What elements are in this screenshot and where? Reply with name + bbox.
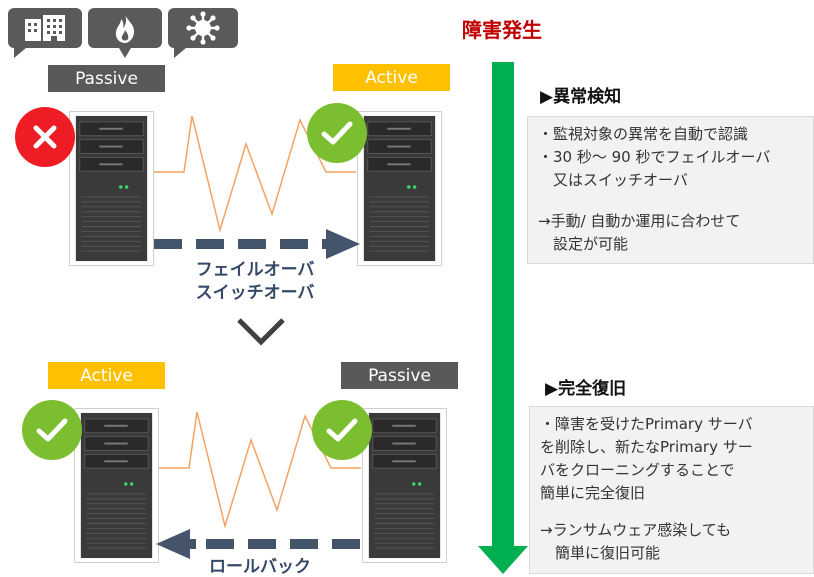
recovery-line-3: バをクローニングすることで — [540, 461, 735, 479]
failover-caption: フェイルオーバ スイッチオーバ — [170, 259, 340, 305]
recovery-line-4: 簡単に完全復旧 — [540, 484, 646, 502]
bottom-right-role-label: Passive — [341, 362, 458, 389]
error-icon — [33, 125, 57, 149]
detection-line-1: ・監視対象の異常を自動で認識 — [538, 125, 749, 143]
recovery-panel: ・障害を受けたPrimary サーバ を削除し、新たなPrimary サー バを… — [529, 406, 814, 574]
server-tower-icon — [75, 115, 148, 262]
bottom-right-server — [362, 408, 447, 563]
top-right-status-badge — [307, 103, 367, 163]
top-left-role-label: Passive — [48, 65, 165, 92]
bottom-right-status-badge — [312, 400, 372, 460]
detection-note-2: 設定が可能 — [538, 235, 629, 253]
bottom-left-status-badge — [22, 400, 82, 460]
failover-caption-line2: スイッチオーバ — [195, 283, 315, 303]
top-right-server — [357, 111, 442, 266]
bottom-left-role-label: Active — [48, 362, 165, 389]
detection-panel: ・監視対象の異常を自動で認識 ・30 秒～ 90 秒でフェイルオーバ 又はスイッ… — [527, 116, 814, 264]
rollback-caption: ロールバック — [209, 557, 311, 577]
rollback-arrow — [156, 529, 360, 559]
recovery-note-2: 簡単に復旧可能 — [540, 544, 661, 562]
server-tower-icon — [363, 115, 436, 262]
top-right-role-label: Active — [333, 64, 450, 91]
detection-line-3: 又はスイッチオーバ — [538, 171, 688, 189]
detection-note-1: →手動/ 自動か運用に合わせて — [538, 212, 741, 230]
building-callout — [8, 8, 82, 58]
check-icon — [326, 418, 358, 442]
chevron-down-icon — [237, 318, 285, 346]
top-left-server — [69, 111, 154, 266]
flow-arrow — [478, 62, 528, 574]
fire-callout — [88, 8, 162, 58]
detection-heading: ▶異常検知 — [540, 87, 622, 107]
check-icon — [321, 121, 353, 145]
recovery-line-2: を削除し、新たなPrimary サー — [540, 438, 753, 456]
building-icon — [25, 15, 65, 41]
failover-caption-line1: フェイルオーバ — [195, 260, 315, 280]
bottom-left-server — [74, 408, 159, 563]
detection-line-2: ・30 秒～ 90 秒でフェイルオーバ — [538, 148, 771, 166]
top-left-status-badge — [15, 107, 75, 167]
fire-icon — [115, 14, 135, 43]
recovery-note-1: →ランサムウェア感染しても — [540, 521, 732, 539]
server-tower-icon — [80, 412, 153, 559]
recovery-heading: ▶完全復旧 — [545, 379, 627, 399]
virus-icon — [186, 11, 220, 45]
check-icon — [36, 418, 68, 442]
page-title: 障害発生 — [462, 18, 542, 42]
virus-callout — [168, 8, 238, 58]
server-tower-icon — [368, 412, 441, 559]
failover-arrow — [154, 229, 360, 259]
recovery-line-1: ・障害を受けたPrimary サーバ — [540, 415, 753, 433]
